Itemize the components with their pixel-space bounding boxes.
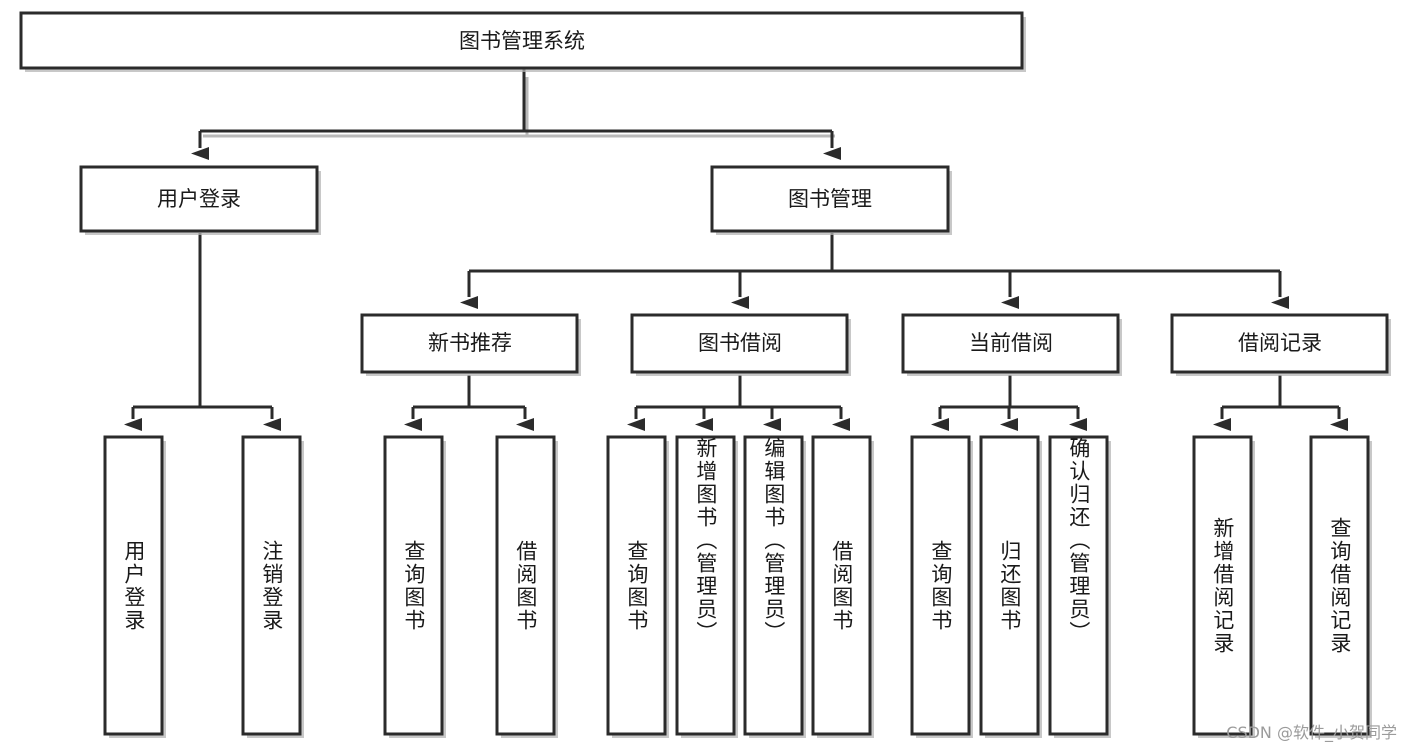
- node-leaf-add-record[interactable]: [1192, 435, 1255, 738]
- node-leaf-add-book[interactable]: [675, 435, 738, 738]
- leaf-boxes: [103, 435, 1372, 738]
- node-new-book-recommend-label: 新书推荐: [428, 331, 512, 355]
- nodes-layer: 图书管理系统 用户登录 图书管理 新书推荐: [19, 11, 1391, 738]
- node-leaf-return-book[interactable]: [979, 435, 1042, 738]
- node-leaf-confirm-return[interactable]: [1048, 435, 1111, 738]
- csdn-watermark: CSDN @软件_小贺同学: [1226, 723, 1397, 742]
- node-leaf-logout-login[interactable]: [241, 435, 304, 738]
- node-borrow-record[interactable]: 借阅记录: [1170, 313, 1391, 376]
- node-book-borrow[interactable]: 图书借阅: [630, 313, 851, 376]
- node-user-login[interactable]: 用户登录: [79, 165, 321, 235]
- node-current-borrow[interactable]: 当前借阅: [901, 313, 1122, 376]
- node-book-borrow-label: 图书借阅: [698, 331, 782, 355]
- node-book-manage[interactable]: 图书管理: [710, 165, 952, 235]
- node-leaf-edit-book[interactable]: [743, 435, 806, 738]
- node-leaf-query-book-1[interactable]: [383, 435, 446, 738]
- node-leaf-query-record[interactable]: [1309, 435, 1372, 738]
- node-leaf-user-login[interactable]: [103, 435, 166, 738]
- edges-layer: [124, 69, 1348, 431]
- node-current-borrow-label: 当前借阅: [969, 331, 1053, 355]
- node-new-book-recommend[interactable]: 新书推荐: [360, 313, 581, 376]
- node-user-login-label: 用户登录: [157, 187, 241, 211]
- node-leaf-query-book-3[interactable]: [910, 435, 973, 738]
- node-leaf-query-book-2[interactable]: [606, 435, 669, 738]
- node-leaf-borrow-book-2[interactable]: [811, 435, 874, 738]
- node-leaf-borrow-book-1[interactable]: [495, 435, 558, 738]
- node-root[interactable]: 图书管理系统: [19, 11, 1026, 72]
- node-root-label: 图书管理系统: [459, 29, 585, 53]
- node-book-manage-label: 图书管理: [788, 187, 872, 211]
- node-borrow-record-label: 借阅记录: [1238, 331, 1322, 355]
